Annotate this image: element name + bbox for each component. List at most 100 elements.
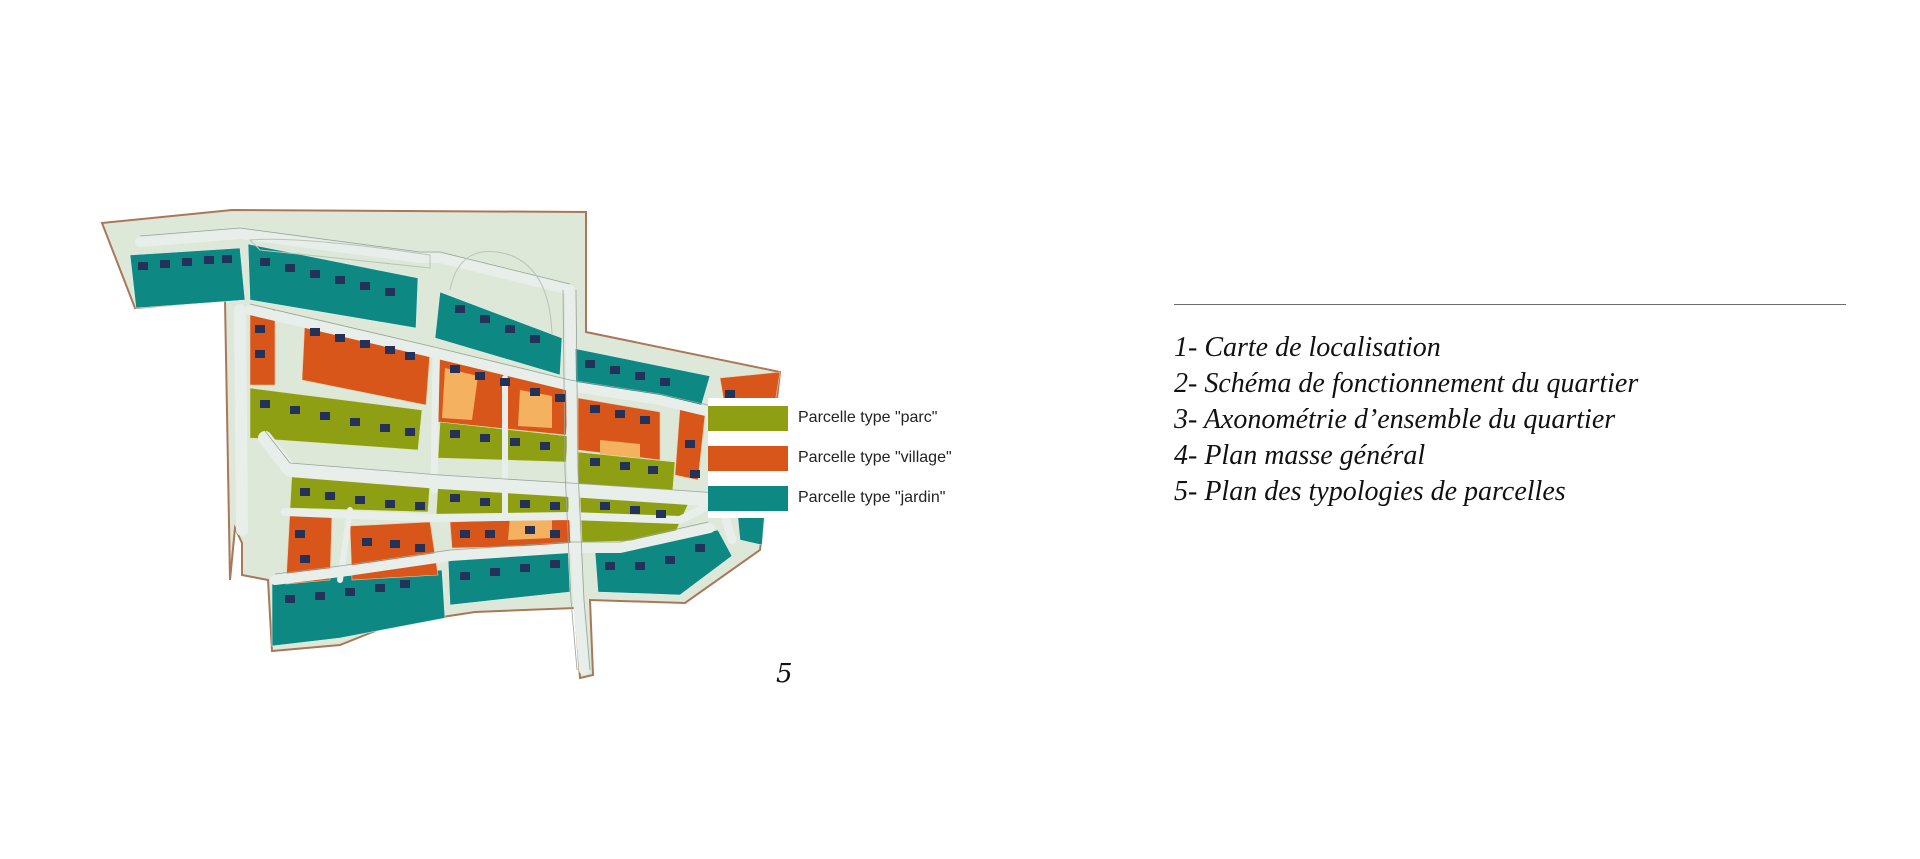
- road-link-3: [337, 507, 353, 583]
- building: [480, 434, 490, 442]
- building: [400, 580, 410, 588]
- legend-item-village: Parcelle type "village": [708, 438, 1008, 478]
- building: [295, 530, 305, 538]
- building: [450, 494, 460, 502]
- building: [460, 572, 470, 580]
- building: [635, 562, 645, 570]
- building: [485, 530, 495, 538]
- building: [500, 378, 510, 386]
- building: [335, 276, 345, 284]
- building: [550, 560, 560, 568]
- contents-item: 1- Carte de localisation: [1174, 332, 1441, 363]
- building: [405, 428, 415, 436]
- building: [635, 372, 645, 380]
- building: [640, 416, 650, 424]
- building: [300, 555, 310, 563]
- building: [460, 530, 470, 538]
- building: [390, 540, 400, 548]
- parcel-jardin: [434, 291, 563, 376]
- building: [160, 260, 170, 268]
- building: [490, 568, 500, 576]
- legend-item-jardin: Parcelle type "jardin": [708, 478, 1008, 518]
- road-main-north: [135, 229, 575, 295]
- building: [550, 530, 560, 538]
- building: [600, 502, 610, 510]
- building: [260, 400, 270, 408]
- building: [590, 458, 600, 466]
- building: [350, 418, 360, 426]
- building: [475, 372, 485, 380]
- legend-item-parc: Parcelle type "parc": [708, 398, 1008, 438]
- building: [510, 438, 520, 446]
- building: [585, 360, 595, 368]
- building: [620, 462, 630, 470]
- building: [656, 510, 666, 518]
- building: [204, 256, 214, 264]
- legend-label-village: Parcelle type "village": [798, 449, 952, 466]
- building: [685, 440, 695, 448]
- contents-item: 4- Plan masse général: [1174, 440, 1426, 471]
- building: [520, 500, 530, 508]
- building: [290, 406, 300, 414]
- building: [530, 388, 540, 396]
- building: [138, 262, 148, 270]
- parcel-parc: [249, 387, 423, 451]
- legend-swatch-parc: [708, 405, 788, 431]
- building: [450, 365, 460, 373]
- building: [355, 496, 365, 504]
- building: [505, 325, 515, 333]
- parcel-highlight: [442, 368, 478, 420]
- building: [665, 556, 675, 564]
- road-south: [270, 523, 715, 585]
- parcel-typology-map: Parcelle type "parc" Parcelle type "vill…: [100, 200, 1008, 680]
- parcel-jardin: [129, 247, 246, 309]
- contents-item: 5- Plan des typologies de parcelles: [1174, 476, 1566, 507]
- contents-item: 2- Schéma de fonctionnement du quartier: [1174, 368, 1639, 399]
- map-legend: Parcelle type "parc" Parcelle type "vill…: [708, 398, 1008, 518]
- building: [690, 470, 700, 478]
- building: [450, 430, 460, 438]
- road-west: [234, 304, 248, 536]
- site-plan-svg: [100, 208, 782, 680]
- building: [380, 424, 390, 432]
- building: [325, 492, 335, 500]
- contents-divider: [1174, 304, 1846, 305]
- building: [615, 410, 625, 418]
- open-space: [248, 238, 553, 336]
- building: [660, 378, 670, 386]
- building: [255, 350, 265, 358]
- building: [630, 506, 640, 514]
- parcel-village: [249, 309, 276, 386]
- building: [310, 270, 320, 278]
- building: [725, 390, 735, 398]
- building: [590, 405, 600, 413]
- building: [480, 315, 490, 323]
- building: [385, 500, 395, 508]
- building: [300, 488, 310, 496]
- building: [648, 466, 658, 474]
- building: [415, 544, 425, 552]
- road-link-1: [430, 346, 440, 494]
- building: [610, 366, 620, 374]
- highlight-parcels: [442, 368, 640, 540]
- parcel-highlight: [518, 390, 552, 428]
- building: [310, 328, 320, 336]
- building: [255, 325, 265, 333]
- building: [385, 288, 395, 296]
- building: [362, 538, 372, 546]
- building: [222, 255, 232, 263]
- building: [695, 544, 705, 552]
- building: [530, 335, 540, 343]
- building: [285, 264, 295, 272]
- building: [605, 562, 615, 570]
- building: [335, 334, 345, 342]
- building: [320, 412, 330, 420]
- building: [555, 394, 565, 402]
- building: [540, 442, 550, 450]
- building: [375, 584, 385, 592]
- building: [360, 340, 370, 348]
- table-of-contents: 1- Carte de localisation 2- Schéma de fo…: [1174, 330, 1638, 510]
- road-network: [135, 229, 737, 675]
- building: [480, 498, 490, 506]
- building: [285, 595, 295, 603]
